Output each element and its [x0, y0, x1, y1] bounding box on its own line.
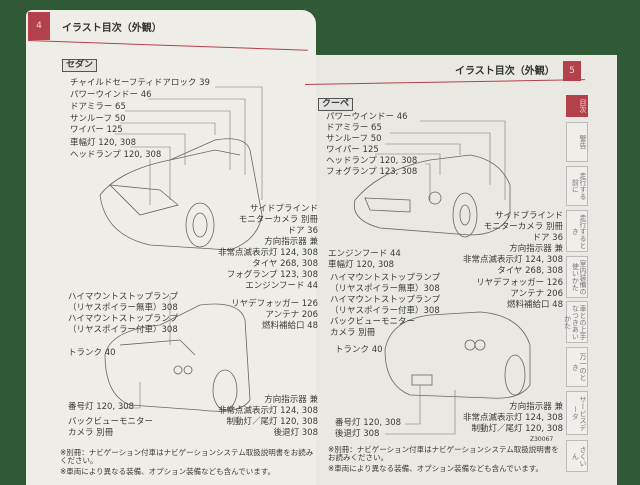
label-high-mount: ハイマウントストップランプ	[330, 295, 441, 305]
page-number: 5	[563, 61, 581, 81]
label-side-blind: サイドブラインド	[249, 204, 318, 214]
label-power-window: パワーウインドー 46	[326, 112, 408, 122]
tab-care[interactable]: 車との上手なつきあいかた	[564, 301, 588, 343]
label-backup-lamp: 後退灯 308	[273, 428, 318, 438]
label-antenna: アンテナ 206	[265, 310, 318, 320]
tab-interior[interactable]: 室内装備の使いかた	[566, 256, 588, 298]
footnote: ※車両により異なる装備、オプション装備なども含んでいます。	[60, 467, 276, 476]
page-header: イラスト目次（外観）	[62, 23, 162, 34]
label-no-spoiler: （リヤスポイラー無車）308	[330, 284, 440, 294]
label-tire: タイヤ 268, 308	[252, 259, 318, 269]
label-turn-signal: 方向指示器 兼	[509, 244, 563, 254]
right-page	[305, 55, 617, 485]
sedan-rear-illustration	[104, 303, 251, 412]
label-backup-lamp: 後退灯 308	[335, 429, 380, 439]
footnote: ※別冊：ナビゲーション付車はナビゲーションシステム取扱説明書をお読みください。	[60, 448, 314, 466]
label-trunk: トランク 40	[68, 348, 116, 358]
label-sunroof: サンルーフ 50	[70, 114, 126, 124]
tab-index[interactable]: さくいん	[566, 440, 588, 472]
label-clearance-lamp: 車幅灯 120, 308	[70, 138, 137, 148]
label-camera: カメラ 別冊	[330, 328, 376, 338]
tab-while-driving[interactable]: 走行するとき	[566, 210, 588, 252]
label-trunk: トランク 40	[335, 345, 383, 355]
label-sunroof: サンルーフ 50	[326, 134, 382, 144]
tab-contents[interactable]: 目次	[566, 95, 588, 117]
page-header: イラスト目次（外観）	[455, 66, 555, 77]
label-brake-tail: 制動灯／尾灯 120, 308	[226, 417, 318, 427]
label-headlamp: ヘッドランプ 120, 308	[70, 150, 162, 160]
label-monitor-camera: モニターカメラ 別冊	[483, 222, 563, 232]
footnote: ※車両により異なる装備、オプション装備なども含んでいます。	[328, 464, 544, 473]
label-hazard: 非常点滅表示灯 124, 308	[462, 413, 563, 423]
label-license-lamp: 番号灯 120, 308	[68, 402, 135, 412]
label-fuel-filler: 燃料補給口 48	[506, 300, 563, 310]
label-door: ドア 36	[532, 233, 563, 243]
label-rear-defogger: リヤデフォッガー 126	[231, 299, 318, 309]
label-fog-lamp: フォグランプ 123, 308	[226, 270, 318, 280]
label-monitor-camera: モニターカメラ 別冊	[238, 215, 318, 225]
label-child-lock: チャイルドセーフティドアロック 39	[70, 78, 210, 88]
label-fog-lamp: フォグランプ 123, 308	[326, 167, 418, 177]
left-page	[26, 10, 316, 485]
section-label-sedan: セダン	[62, 59, 98, 72]
label-engine-hood: エンジンフード 44	[245, 281, 318, 291]
label-fuel-filler: 燃料補給口 48	[261, 321, 318, 331]
label-door-mirror: ドアミラー 65	[70, 102, 126, 112]
label-turn-signal: 方向指示器 兼	[264, 395, 318, 405]
label-engine-hood: エンジンフード 44	[328, 249, 401, 259]
label-rear-defogger: リヤデフォッガー 126	[476, 278, 563, 288]
label-hazard: 非常点滅表示灯 124, 308	[462, 255, 563, 265]
label-tire: タイヤ 268, 308	[497, 266, 563, 276]
page-number: 4	[28, 12, 50, 40]
tab-service-data[interactable]: サービスデータ	[566, 391, 588, 435]
label-wiper: ワイパー 125	[326, 145, 379, 155]
label-clearance-lamp: 車幅灯 120, 308	[328, 260, 395, 270]
label-door: ドア 36	[287, 226, 318, 236]
label-back-view: バックビューモニター	[68, 417, 154, 427]
coupe-rear-illustration	[384, 311, 531, 399]
label-high-mount: ハイマウントストップランプ	[330, 273, 441, 283]
label-with-spoiler: （リヤスポイラー付車）308	[68, 325, 178, 335]
label-high-mount: ハイマウントストップランプ	[68, 292, 179, 302]
section-label-coupe: クーペ	[318, 98, 354, 111]
label-hazard: 非常点滅表示灯 124, 308	[217, 248, 318, 258]
label-back-view: バックビューモニター	[330, 317, 416, 327]
label-antenna: アンテナ 206	[510, 289, 563, 299]
label-power-window: パワーウインドー 46	[70, 90, 152, 100]
tab-emergency[interactable]: 万一のとき	[566, 347, 588, 387]
label-license-lamp: 番号灯 120, 308	[335, 418, 402, 428]
label-headlamp: ヘッドランプ 120, 308	[326, 156, 418, 166]
label-camera: カメラ 別冊	[68, 428, 114, 438]
label-turn-signal: 方向指示器 兼	[509, 402, 563, 412]
label-side-blind: サイドブラインド	[494, 211, 563, 221]
tab-before-driving[interactable]: 走行する前に	[566, 166, 588, 206]
label-no-spoiler: （リヤスポイラー無車）308	[68, 303, 178, 313]
label-with-spoiler: （リヤスポイラー付車）308	[330, 306, 440, 316]
label-hazard: 非常点滅表示灯 124, 308	[217, 406, 318, 416]
leader-lines	[115, 86, 506, 435]
tab-warning[interactable]: 警告	[566, 122, 588, 162]
label-high-mount: ハイマウントストップランプ	[68, 314, 179, 324]
footnote: ※別冊：ナビゲーション付車はナビゲーションシステム取扱説明書をお読みください。	[328, 445, 559, 463]
coupe-front-illustration	[353, 154, 511, 238]
label-wiper: ワイパー 125	[70, 125, 123, 135]
label-door-mirror: ドアミラー 65	[326, 123, 382, 133]
figure-code: Z30067	[530, 436, 554, 443]
label-brake-tail: 制動灯／尾灯 120, 308	[471, 424, 563, 434]
label-turn-signal: 方向指示器 兼	[264, 237, 318, 247]
